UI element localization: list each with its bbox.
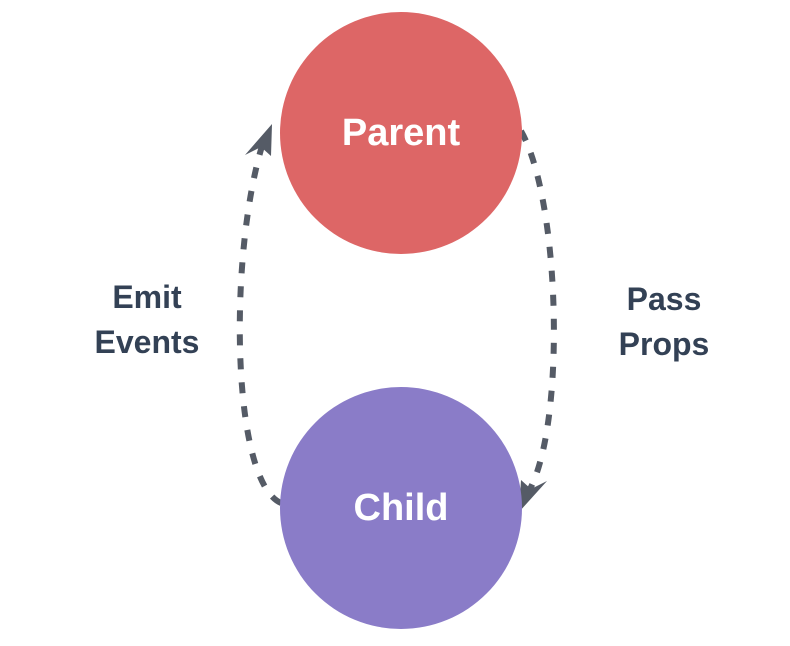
edge-label-emit-events: Emit Events	[95, 279, 200, 360]
emit-events-arrowhead	[245, 124, 272, 156]
pass-props-label-line1: Pass	[627, 281, 702, 317]
pass-props-arrowhead	[519, 480, 547, 512]
pass-props-curve	[518, 129, 557, 491]
node-child[interactable]: Child	[280, 387, 522, 629]
edge-pass-props	[518, 129, 557, 512]
child-label: Child	[354, 487, 449, 529]
parent-label: Parent	[342, 112, 461, 154]
node-parent[interactable]: Parent	[280, 12, 522, 254]
emit-events-label-line1: Emit	[112, 279, 182, 315]
edge-emit-events	[236, 124, 283, 506]
emit-events-label-line2: Events	[95, 324, 200, 360]
pass-props-label-line2: Props	[619, 326, 710, 362]
child-circle[interactable]	[280, 387, 522, 629]
edge-label-pass-props: Pass Props	[619, 281, 710, 362]
parent-circle[interactable]	[280, 12, 522, 254]
emit-events-curve	[236, 145, 283, 506]
